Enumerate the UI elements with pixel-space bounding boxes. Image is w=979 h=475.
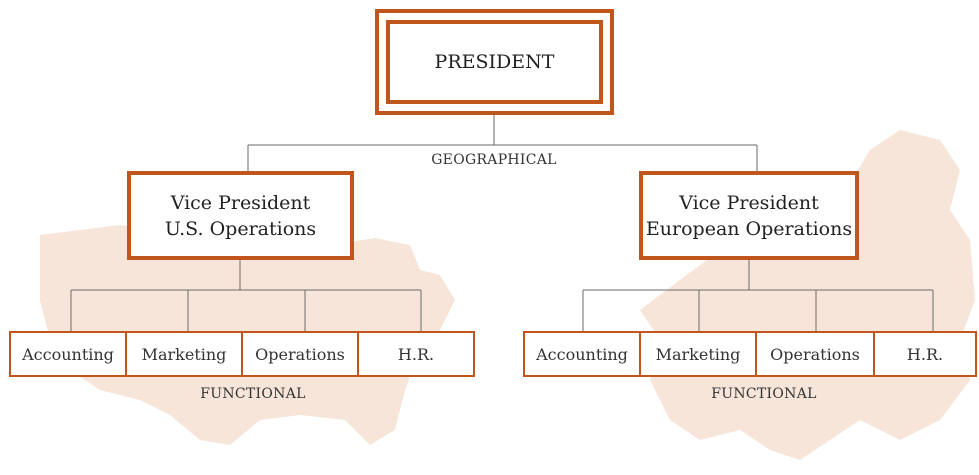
- eu-dept-operations: Operations: [755, 331, 875, 377]
- eu-dept-accounting: Accounting: [523, 331, 641, 377]
- us-dept-accounting: Accounting: [9, 331, 127, 377]
- us-dept-marketing: Marketing: [125, 331, 243, 377]
- eu-dept-hr: H.R.: [873, 331, 977, 377]
- eu-dept-hr-label: H.R.: [906, 344, 944, 364]
- europe-map-shape: [640, 130, 975, 460]
- vp-us-line1: Vice President: [170, 191, 311, 214]
- us-functional-label: FUNCTIONAL: [200, 386, 306, 402]
- vp-european-operations-box: Vice President European Operations: [639, 171, 859, 260]
- us-dept-operations: Operations: [241, 331, 359, 377]
- president-box: PRESIDENT: [386, 20, 603, 104]
- vp-eu-line2: European Operations: [645, 217, 853, 240]
- president-title: PRESIDENT: [434, 51, 555, 73]
- us-dept-operations-label: Operations: [255, 344, 345, 364]
- us-dept-marketing-label: Marketing: [141, 344, 227, 364]
- us-dept-hr: H.R.: [357, 331, 475, 377]
- eu-dept-marketing-label: Marketing: [655, 344, 741, 364]
- eu-functional-label: FUNCTIONAL: [711, 386, 817, 402]
- us-dept-hr-label: H.R.: [397, 344, 435, 364]
- vp-us-operations-box: Vice President U.S. Operations: [127, 171, 354, 260]
- vp-eu-line1: Vice President: [679, 191, 819, 214]
- vp-us-line2: U.S. Operations: [164, 217, 317, 240]
- us-dept-accounting-label: Accounting: [22, 344, 114, 364]
- eu-dept-accounting-label: Accounting: [536, 344, 628, 364]
- geographical-label: GEOGRAPHICAL: [431, 152, 557, 168]
- eu-dept-marketing: Marketing: [639, 331, 757, 377]
- eu-dept-operations-label: Operations: [770, 344, 860, 364]
